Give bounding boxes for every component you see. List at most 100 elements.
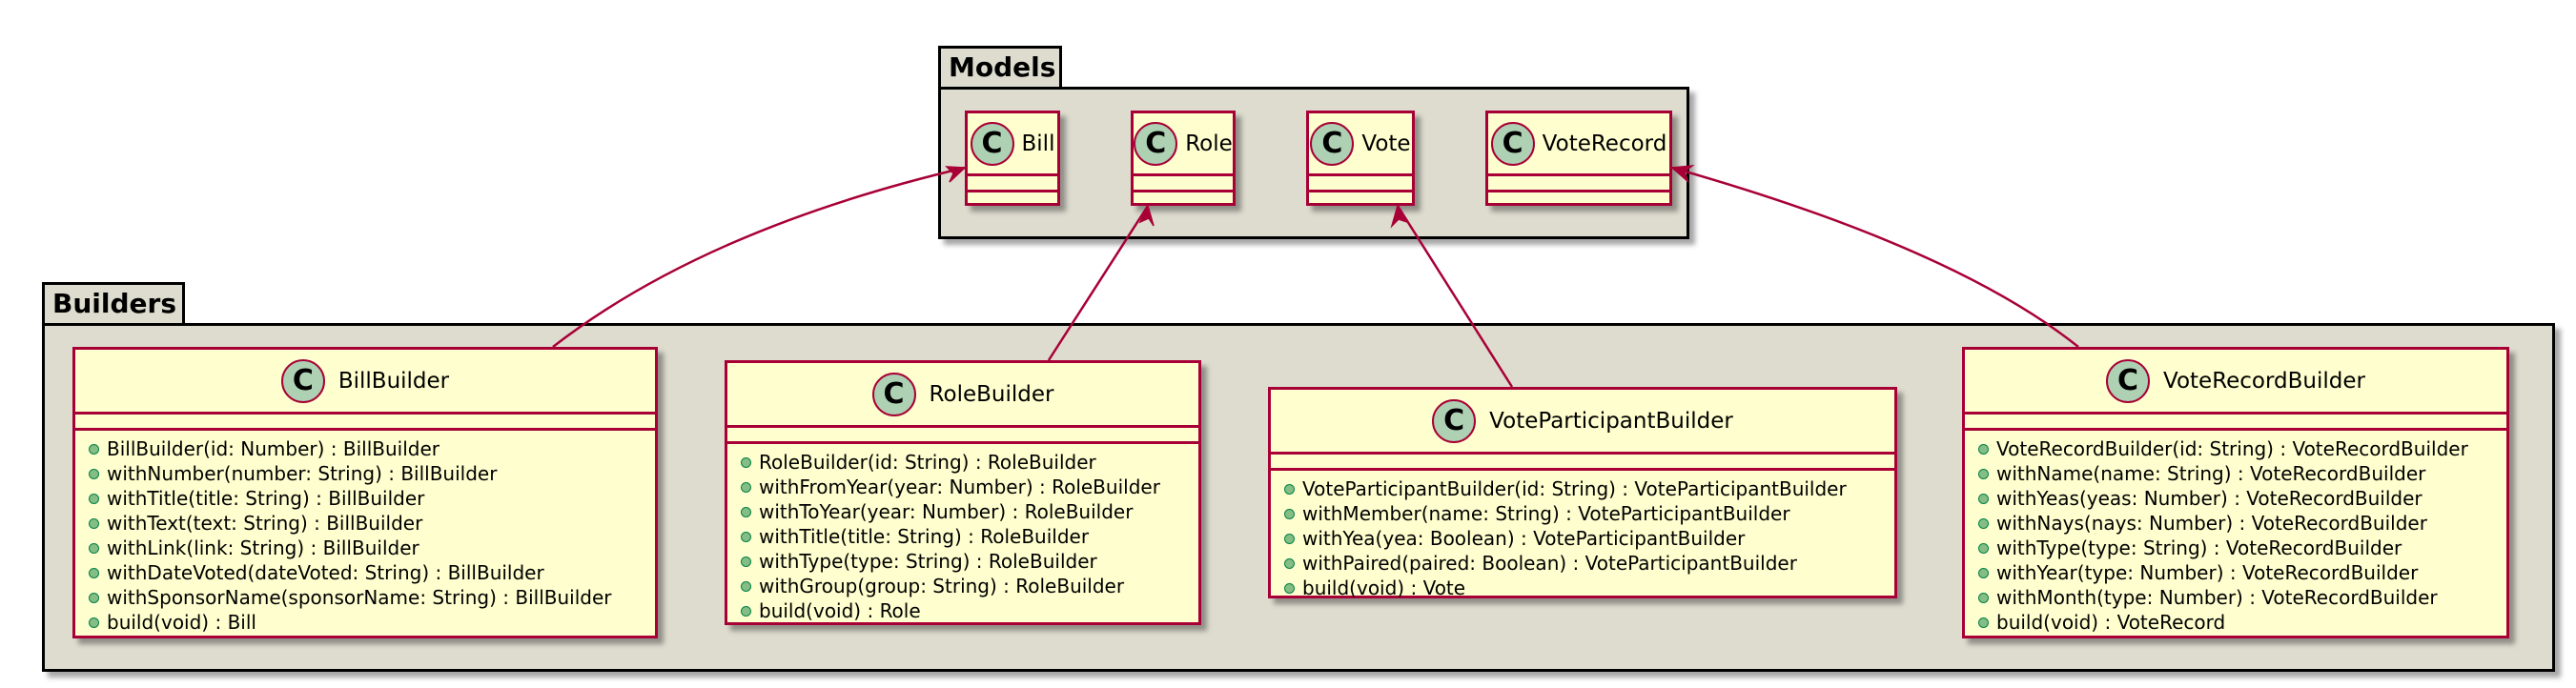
- public-method-dot: [89, 517, 99, 529]
- public-method-dot: [1978, 493, 1989, 504]
- method-signature: withType(type: String) : VoteRecordBuild…: [1996, 536, 2402, 559]
- class-name: VoteRecordBuilder: [2163, 368, 2365, 394]
- method-item: withNays(nays: Number) : VoteRecordBuild…: [1978, 511, 2506, 536]
- method-item: withType(type: String) : RoleBuilder: [741, 549, 1198, 574]
- method-list: VoteRecordBuilder(id: String) : VoteReco…: [1965, 431, 2506, 635]
- method-signature: build(void) : Bill: [107, 611, 256, 634]
- class-voterecord[interactable]: C VoteRecord: [1485, 111, 1672, 206]
- method-item: withYeas(yeas: Number) : VoteRecordBuild…: [1978, 486, 2506, 511]
- method-item: withSponsorName(sponsorName: String) : B…: [89, 585, 655, 610]
- class-role[interactable]: C Role: [1131, 111, 1236, 206]
- class-billbuilder[interactable]: C BillBuilder BillBuilder(id: Number) : …: [72, 347, 658, 638]
- method-signature: BillBuilder(id: Number) : BillBuilder: [107, 437, 440, 460]
- class-name: Vote: [1361, 131, 1411, 156]
- public-method-dot: [741, 456, 751, 468]
- class-vote[interactable]: C Vote: [1306, 111, 1415, 206]
- public-method-dot: [1284, 483, 1295, 495]
- public-method-dot: [1978, 517, 1989, 529]
- method-signature: withTitle(title: String) : RoleBuilder: [759, 525, 1090, 548]
- method-list: VoteParticipantBuilder(id: String) : Vot…: [1271, 471, 1894, 600]
- public-method-dot: [741, 481, 751, 493]
- public-method-dot: [1978, 443, 1989, 455]
- method-item: withName(name: String) : VoteRecordBuild…: [1978, 461, 2506, 486]
- class-c-icon: C: [1432, 398, 1477, 443]
- method-item: withMember(name: String) : VoteParticipa…: [1284, 501, 1894, 526]
- public-method-dot: [1284, 557, 1295, 569]
- class-bill[interactable]: C Bill: [965, 111, 1060, 206]
- public-method-dot: [89, 592, 99, 603]
- method-item: build(void) : Vote: [1284, 576, 1894, 600]
- class-c-icon: C: [280, 358, 325, 403]
- method-item: VoteParticipantBuilder(id: String) : Vot…: [1284, 476, 1894, 501]
- arrowhead-bill: [945, 166, 967, 183]
- method-signature: withYea(yea: Boolean) : VoteParticipantB…: [1302, 527, 1746, 550]
- method-signature: withName(name: String) : VoteRecordBuild…: [1996, 462, 2426, 485]
- method-item: withPaired(paired: Boolean) : VotePartic…: [1284, 551, 1894, 576]
- public-method-dot: [741, 531, 751, 542]
- class-c-icon: C: [871, 372, 916, 416]
- method-signature: withFromYear(year: Number) : RoleBuilder: [759, 476, 1160, 498]
- method-signature: build(void) : Vote: [1302, 577, 1466, 599]
- class-c-icon: C: [1490, 121, 1535, 166]
- class-name: BillBuilder: [337, 368, 450, 394]
- method-signature: build(void) : Role: [759, 599, 921, 622]
- method-item: RoleBuilder(id: String) : RoleBuilder: [741, 450, 1198, 475]
- method-item: withTitle(title: String) : BillBuilder: [89, 486, 655, 511]
- public-method-dot: [1978, 542, 1989, 554]
- method-item: VoteRecordBuilder(id: String) : VoteReco…: [1978, 436, 2506, 461]
- public-method-dot: [89, 617, 99, 628]
- class-name: Bill: [1021, 131, 1055, 156]
- public-method-dot: [1284, 508, 1295, 519]
- method-signature: withMember(name: String) : VoteParticipa…: [1302, 502, 1790, 525]
- method-signature: VoteRecordBuilder(id: String) : VoteReco…: [1996, 437, 2468, 460]
- method-signature: build(void) : VoteRecord: [1996, 611, 2226, 634]
- method-item: withYear(type: Number) : VoteRecordBuild…: [1978, 560, 2506, 585]
- class-c-icon: C: [2106, 358, 2150, 403]
- method-item: withMonth(type: Number) : VoteRecordBuil…: [1978, 585, 2506, 610]
- method-signature: RoleBuilder(id: String) : RoleBuilder: [759, 451, 1096, 474]
- method-item: withGroup(group: String) : RoleBuilder: [741, 574, 1198, 598]
- public-method-dot: [1978, 468, 1989, 479]
- method-signature: VoteParticipantBuilder(id: String) : Vot…: [1302, 477, 1847, 500]
- public-method-dot: [1978, 567, 1989, 578]
- method-signature: withType(type: String) : RoleBuilder: [759, 550, 1097, 573]
- method-signature: withToYear(year: Number) : RoleBuilder: [759, 500, 1134, 523]
- class-rolebuilder[interactable]: C RoleBuilder RoleBuilder(id: String) : …: [725, 360, 1201, 625]
- method-signature: withLink(link: String) : BillBuilder: [107, 536, 419, 559]
- public-method-dot: [741, 605, 751, 617]
- method-signature: withSponsorName(sponsorName: String) : B…: [107, 586, 612, 609]
- class-voteparticipantbuilder[interactable]: C VoteParticipantBuilder VoteParticipant…: [1268, 387, 1897, 600]
- method-signature: withMonth(type: Number) : VoteRecordBuil…: [1996, 586, 2438, 609]
- method-signature: withYeas(yeas: Number) : VoteRecordBuild…: [1996, 487, 2423, 510]
- method-item: withNumber(number: String) : BillBuilder: [89, 461, 655, 486]
- models-package-tab: Models: [938, 46, 1062, 90]
- method-signature: withText(text: String) : BillBuilder: [107, 512, 423, 535]
- method-signature: withNays(nays: Number) : VoteRecordBuild…: [1996, 512, 2427, 535]
- method-item: build(void) : VoteRecord: [1978, 610, 2506, 635]
- public-method-dot: [1284, 582, 1295, 594]
- arrowhead-role: [1138, 203, 1155, 227]
- arrow-voteparticipantbuilder-to-vote: [1396, 205, 1514, 388]
- method-signature: withYear(type: Number) : VoteRecordBuild…: [1996, 561, 2419, 584]
- class-voterecordbuilder[interactable]: C VoteRecordBuilder VoteRecordBuilder(id…: [1962, 347, 2509, 638]
- builders-package-title: Builders: [52, 288, 176, 319]
- public-method-dot: [89, 443, 99, 455]
- public-method-dot: [1978, 592, 1989, 603]
- public-method-dot: [741, 556, 751, 567]
- arrow-voterecordbuilder-to-voterecord: [1671, 166, 2079, 348]
- models-package-title: Models: [949, 51, 1056, 83]
- method-item: withYea(yea: Boolean) : VoteParticipantB…: [1284, 526, 1894, 551]
- method-list: BillBuilder(id: Number) : BillBuilder wi…: [75, 431, 655, 635]
- public-method-dot: [1284, 533, 1295, 544]
- method-item: withLink(link: String) : BillBuilder: [89, 536, 655, 560]
- public-method-dot: [89, 542, 99, 554]
- method-item: withToYear(year: Number) : RoleBuilder: [741, 499, 1198, 524]
- arrowhead-voterecord: [1670, 165, 1695, 184]
- method-item: withType(type: String) : VoteRecordBuild…: [1978, 536, 2506, 560]
- method-item: BillBuilder(id: Number) : BillBuilder: [89, 436, 655, 461]
- class-name: Role: [1185, 131, 1233, 156]
- class-name: VoteRecord: [1542, 131, 1667, 156]
- public-method-dot: [89, 567, 99, 578]
- builders-package-tab: Builders: [42, 282, 185, 326]
